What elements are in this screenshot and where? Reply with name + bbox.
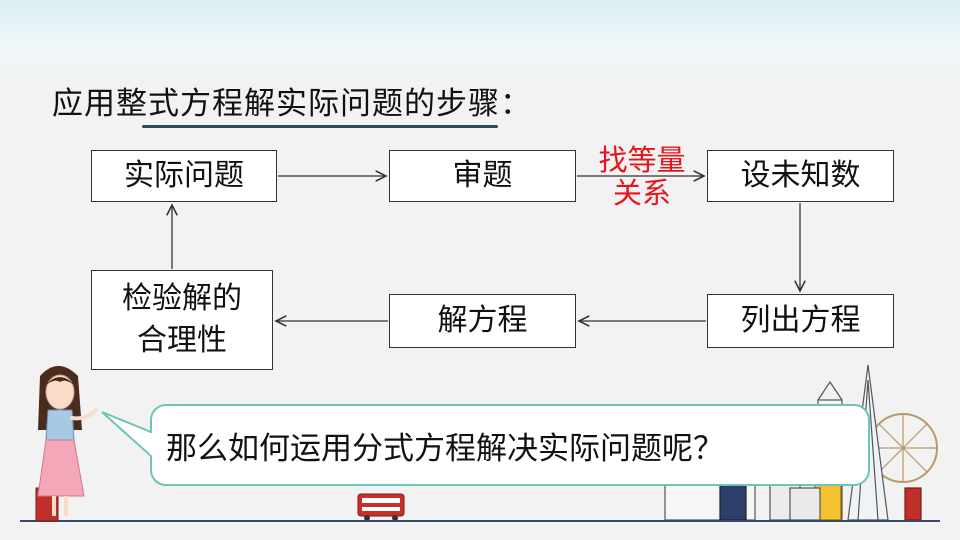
- title-underline: [142, 125, 498, 128]
- red-bus-illustration: [357, 493, 405, 521]
- edge-label-equal-relation: 找等量 关系: [598, 143, 686, 210]
- step-list-equation-label: 列出方程: [740, 303, 861, 338]
- step-solve-equation-label: 解方程: [437, 303, 528, 338]
- step-actual-problem: 实际问题: [91, 150, 277, 202]
- speech-bubble-text: 那么如何运用分式方程解决实际问题呢？: [166, 430, 724, 467]
- speech-bubble-tail-join: [150, 433, 154, 455]
- step-set-unknown: 设未知数: [707, 150, 894, 202]
- step-check-reasonable: 检验解的 合理性: [91, 270, 273, 370]
- step-analyze-label: 审题: [452, 158, 513, 193]
- step-solve-equation: 解方程: [389, 294, 576, 348]
- page-title: 应用整式方程解实际问题的步骤：: [52, 86, 532, 122]
- step-actual-problem-label: 实际问题: [124, 158, 244, 193]
- step-set-unknown-label: 设未知数: [740, 158, 861, 193]
- step-list-equation: 列出方程: [707, 294, 894, 348]
- speech-bubble-tail: [101, 411, 152, 457]
- speech-bubble: 那么如何运用分式方程解决实际问题呢？: [150, 404, 870, 486]
- girl-illustration: [35, 366, 98, 522]
- step-analyze: 审题: [389, 150, 576, 202]
- step-check-reasonable-label: 检验解的 合理性: [122, 281, 242, 358]
